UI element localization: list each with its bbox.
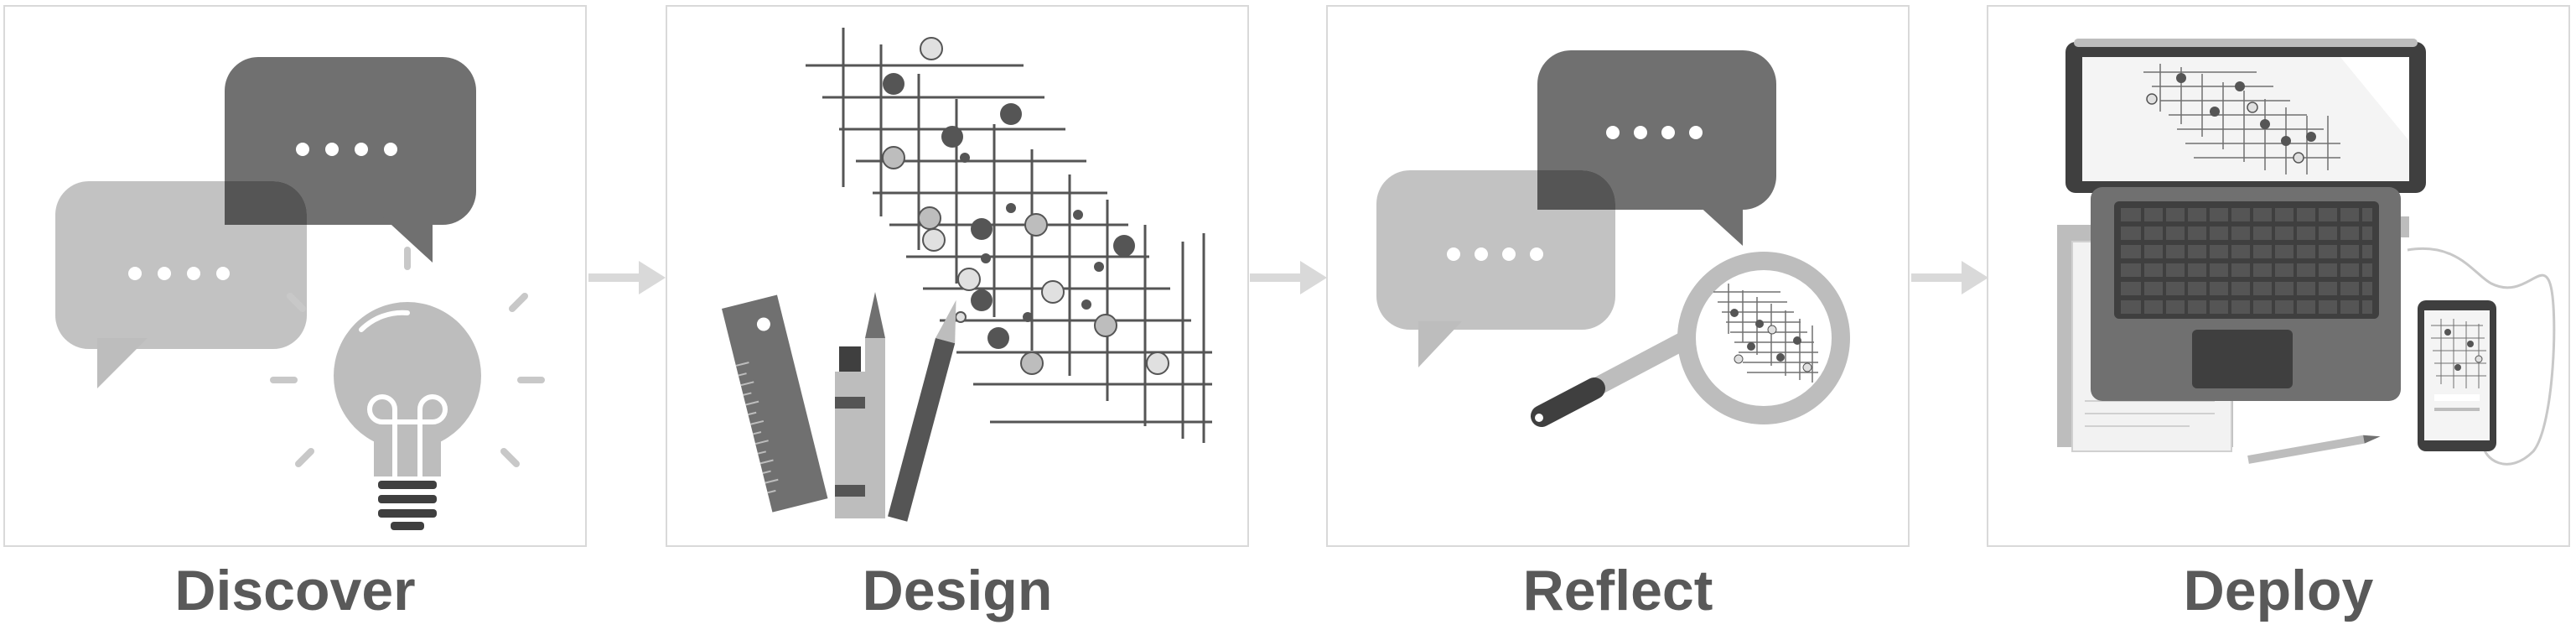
- step-label-deploy: Deploy: [2183, 559, 2374, 622]
- arrow-right-icon: [588, 261, 666, 294]
- arrow-right-icon: [1250, 261, 1327, 294]
- discover-panel: [3, 5, 587, 547]
- speech-bubbles-lightbulb-icon: [55, 57, 545, 530]
- grid-ruler-pencils-icon: [722, 28, 1212, 522]
- design-panel: [666, 5, 1249, 547]
- deploy-panel: [1987, 5, 2570, 547]
- arrow-right-icon: [1911, 261, 1988, 294]
- speech-bubbles-magnifier-icon: [1376, 50, 1850, 427]
- step-label-reflect: Reflect: [1522, 559, 1713, 622]
- laptop-phone-icon: [2057, 39, 2556, 466]
- step-label-design: Design: [862, 559, 1053, 622]
- reflect-panel: [1326, 5, 1910, 547]
- step-label-discover: Discover: [174, 559, 416, 622]
